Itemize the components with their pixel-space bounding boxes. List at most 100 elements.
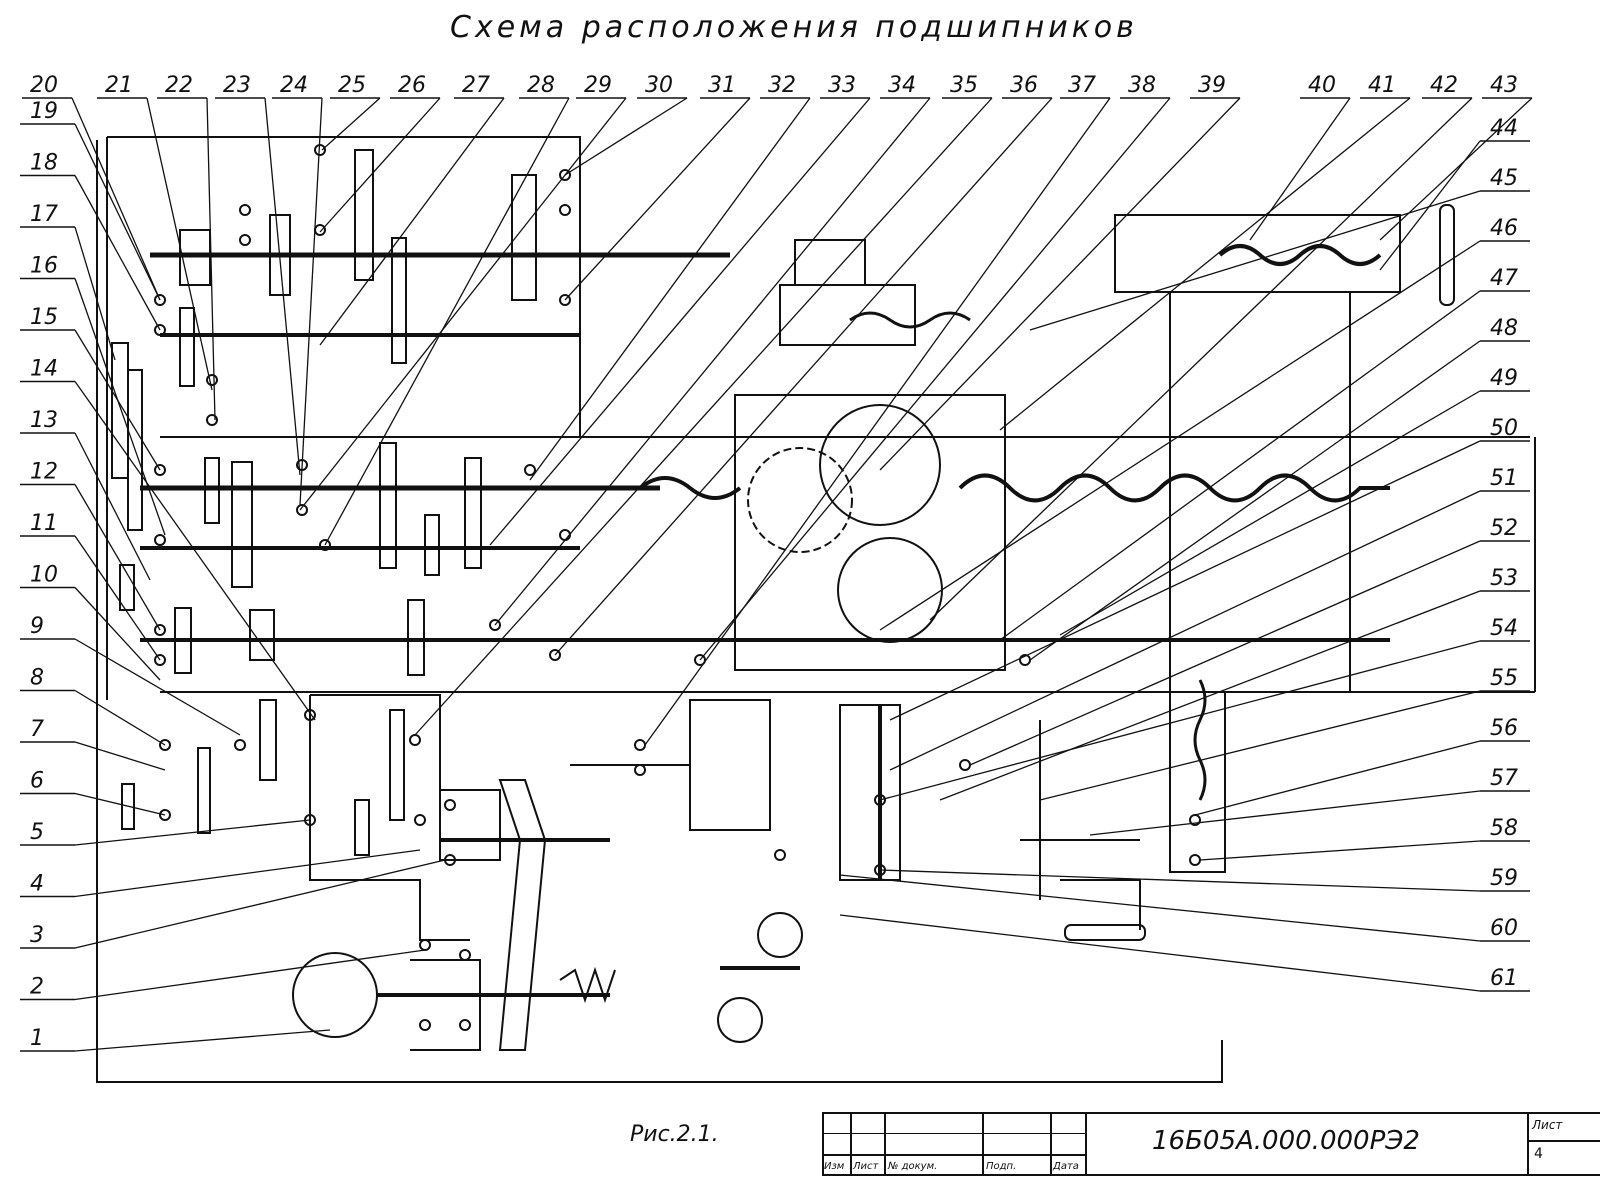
callout-22: 22	[157, 73, 216, 421]
leader-line	[414, 97, 993, 736]
leader-line	[74, 949, 426, 1001]
pulley	[498, 779, 547, 1051]
diagram-stroke	[559, 294, 571, 306]
callout-number: 59	[1490, 866, 1518, 891]
callout-43: 43	[1379, 73, 1533, 241]
diagram-stroke	[559, 966, 616, 1004]
diagram-stroke	[444, 799, 456, 811]
callout-6: 6	[20, 769, 166, 816]
callout-number: 56	[1490, 716, 1518, 741]
callout-number: 47	[1490, 266, 1518, 291]
diagram-stroke	[197, 747, 211, 834]
callout-38: 38	[699, 73, 1171, 661]
callout-number: 53	[1490, 566, 1518, 591]
leader-line	[1379, 97, 1533, 241]
leader-line	[74, 432, 151, 581]
diagram-stroke	[121, 783, 135, 830]
leader-line	[319, 97, 441, 233]
diagram-stroke	[119, 564, 135, 611]
callout-number: 13	[30, 408, 58, 433]
diagram-stroke	[459, 949, 471, 961]
leader-line	[319, 97, 505, 346]
callout-number: 11	[30, 511, 58, 536]
col-date: Дата	[1053, 1161, 1079, 1172]
leader-line	[529, 97, 811, 481]
diagram-stroke	[319, 539, 331, 551]
callout-number: 2	[30, 975, 44, 1000]
callout-45: 45	[1029, 166, 1530, 331]
leader-line	[999, 290, 1481, 641]
diagram-stroke	[634, 739, 646, 751]
callout-12: 12	[20, 460, 161, 631]
callout-number: 29	[584, 73, 612, 98]
callout-number: 41	[1368, 73, 1396, 98]
diagram-stroke	[314, 224, 326, 236]
leader-line	[889, 490, 1481, 771]
leader-line	[264, 97, 301, 476]
leader-line	[489, 97, 871, 546]
callout-number: 39	[1198, 73, 1226, 98]
callout-number: 24	[280, 73, 308, 98]
diagram-stroke	[159, 739, 171, 751]
callout-53: 53	[939, 566, 1530, 801]
leader-line	[839, 874, 1481, 942]
diagram-stroke	[694, 654, 706, 666]
leader-line	[1249, 97, 1351, 241]
diagram-stroke	[174, 607, 192, 674]
callout-number: 48	[1490, 316, 1518, 341]
diagram-stroke	[414, 814, 426, 826]
callout-number: 31	[708, 73, 736, 98]
diagram-stroke	[379, 442, 397, 569]
callout-number: 35	[950, 73, 978, 98]
leader-line	[324, 97, 570, 546]
diagram-stroke	[354, 149, 374, 281]
callout-number: 33	[828, 73, 856, 98]
diagram-stroke	[154, 324, 166, 336]
gears	[111, 149, 537, 856]
col-sign: Подп.	[986, 1161, 1017, 1172]
figure-caption: Рис.2.1.	[630, 1122, 719, 1147]
callout-number: 58	[1490, 816, 1518, 841]
leader-line	[889, 440, 1481, 721]
callout-7: 7	[20, 717, 166, 771]
callout-26: 26	[319, 73, 441, 233]
callout-23: 23	[215, 73, 301, 476]
callout-10: 10	[20, 563, 161, 681]
callout-20: 20	[22, 73, 161, 301]
diagram-stroke	[794, 239, 866, 286]
callout-29: 29	[299, 73, 627, 511]
callout-19: 19	[20, 99, 161, 301]
leader-line	[74, 278, 166, 536]
leader-line	[74, 484, 161, 631]
diagram-stroke	[1193, 679, 1207, 801]
callout-34: 34	[494, 73, 931, 626]
diagram-stroke	[549, 649, 561, 661]
callout-48: 48	[1029, 316, 1530, 661]
callout-number: 4	[30, 872, 44, 897]
callout-number: 22	[165, 73, 193, 98]
callout-8: 8	[20, 666, 166, 746]
diagram-stroke	[419, 939, 431, 951]
lead-screw	[638, 473, 1390, 503]
leader-line	[74, 638, 241, 736]
diagram-stroke	[154, 534, 166, 546]
leader-line	[74, 819, 311, 846]
leader-line	[879, 240, 1481, 631]
diagram-stroke	[524, 464, 536, 476]
callout-17: 17	[20, 202, 116, 361]
callout-number: 32	[768, 73, 796, 98]
callout-number: 38	[1128, 73, 1156, 98]
diagram-stroke	[231, 461, 253, 588]
leader-line	[299, 97, 627, 511]
callout-number: 34	[888, 73, 916, 98]
callout-2: 2	[20, 949, 426, 1001]
leader-line	[74, 175, 161, 331]
diagram-stroke	[409, 734, 421, 746]
diagram-stroke	[819, 404, 941, 526]
diagram-stroke	[511, 174, 537, 301]
callout-18: 18	[20, 151, 161, 331]
callout-15: 15	[20, 305, 161, 471]
callout-number: 55	[1490, 666, 1518, 691]
callout-31: 31	[564, 73, 751, 301]
